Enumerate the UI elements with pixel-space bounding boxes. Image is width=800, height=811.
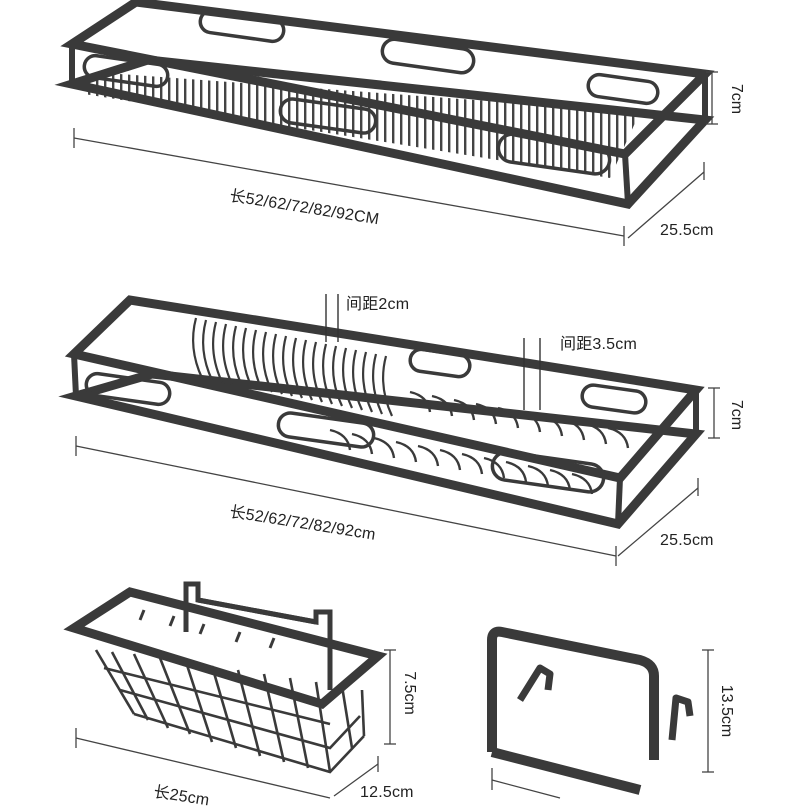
basket-dimension-lines — [75, 649, 396, 799]
dish-rack-handle-loop — [490, 450, 606, 494]
basket-height-label: 7.5cm — [401, 671, 418, 715]
rack2-depth-label: 25.5cm — [660, 532, 714, 549]
basket-top-rim — [63, 587, 388, 710]
shelf-handle-loop — [198, 8, 286, 44]
dish-rack — [58, 295, 706, 530]
dish-rack-handle-loop — [408, 347, 472, 379]
rack2-spacing-large-label: 间距3.5cm — [560, 336, 637, 353]
hook-holder-height-label: 13.5cm — [718, 684, 735, 738]
sponge-basket — [63, 581, 388, 774]
rack2-height-label: 7cm — [728, 399, 745, 431]
shelf-handle-loop — [278, 97, 378, 135]
basket-depth-label: 12.5cm — [360, 784, 414, 801]
flat-shelf-rack — [54, 0, 715, 209]
hook-holder — [487, 626, 694, 795]
dish-rack-handle-loop — [84, 371, 172, 407]
plate-dividers-wide — [329, 390, 630, 495]
rack1-height-label: 7cm — [728, 83, 745, 115]
plate-dividers-fine — [191, 317, 393, 417]
dish-rack-handle-loop — [276, 411, 376, 449]
shelf-wire-bed — [84, 72, 640, 178]
rack2-dimension-lines — [75, 387, 720, 566]
shelf-handle-loop — [380, 37, 476, 75]
rack1-dimension-lines — [73, 71, 718, 246]
shelf-handle-loop — [82, 53, 170, 89]
dish-rack-handle-loop — [580, 383, 648, 415]
rack2-spacing-small-label: 间距2cm — [346, 296, 410, 313]
spacing-markers — [325, 294, 541, 410]
shelf-handle-loop — [496, 132, 612, 176]
hook-holder-dimension-lines — [491, 649, 714, 799]
shelf-handle-loop — [586, 72, 660, 106]
rack1-depth-label: 25.5cm — [660, 222, 714, 239]
